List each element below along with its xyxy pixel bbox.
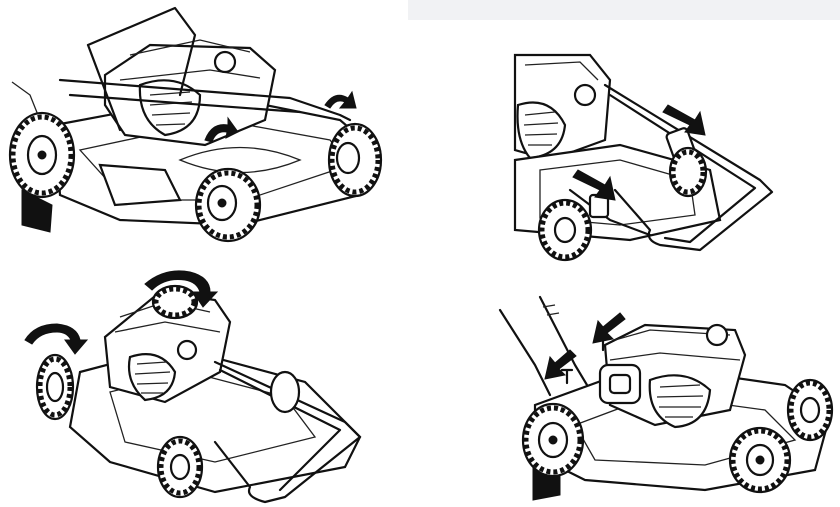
front-right-wheel <box>327 122 383 198</box>
front-right-wheel <box>269 370 301 414</box>
bolt-icon <box>560 368 574 385</box>
front-left-wheel <box>194 167 262 243</box>
mower-illustration <box>498 295 834 501</box>
step-1-panel <box>0 0 400 250</box>
rotate-arrow-icon <box>204 116 239 143</box>
recoil-starter <box>516 101 567 160</box>
rotate-arrow-icon <box>24 323 89 355</box>
front-left-wheel <box>728 426 792 494</box>
rear-left-wheel <box>8 111 76 199</box>
recoil-starter <box>127 353 177 402</box>
press-arrow-icon <box>544 349 577 380</box>
handle-bar <box>86 6 197 97</box>
mower-closeup-illustration <box>513 53 774 262</box>
handle-bar <box>498 308 552 397</box>
recoil-starter <box>648 374 712 429</box>
mower-illustration <box>24 270 362 504</box>
press-arrow-icon <box>572 169 616 201</box>
front-wheel <box>668 146 708 198</box>
step-4-panel <box>495 285 840 507</box>
front-left-wheel <box>156 435 204 499</box>
rear-left-wheel <box>521 402 585 478</box>
rear-wheel <box>537 198 593 262</box>
step-2-panel <box>510 50 840 265</box>
rear-left-wheel <box>35 353 75 421</box>
press-arrow-icon <box>662 104 706 136</box>
press-arrow-icon <box>592 312 626 344</box>
mower-illustration <box>8 6 383 243</box>
oil-cap-icon <box>213 50 237 74</box>
handle-bar <box>213 360 362 504</box>
top-bar <box>408 0 840 20</box>
rotate-arrow-icon <box>324 90 357 109</box>
rear-right-wheel <box>151 284 199 320</box>
oil-cap-icon <box>705 323 729 347</box>
handle-bar <box>603 83 774 252</box>
rear-flap <box>21 189 53 233</box>
rotate-arrow-icon <box>144 270 219 308</box>
lower-handle <box>58 78 352 122</box>
side-discharge <box>98 163 182 207</box>
step-3-panel <box>15 262 395 507</box>
oil-cap-icon <box>573 83 597 107</box>
front-right-wheel <box>786 378 834 442</box>
oil-cap-icon <box>176 339 198 361</box>
